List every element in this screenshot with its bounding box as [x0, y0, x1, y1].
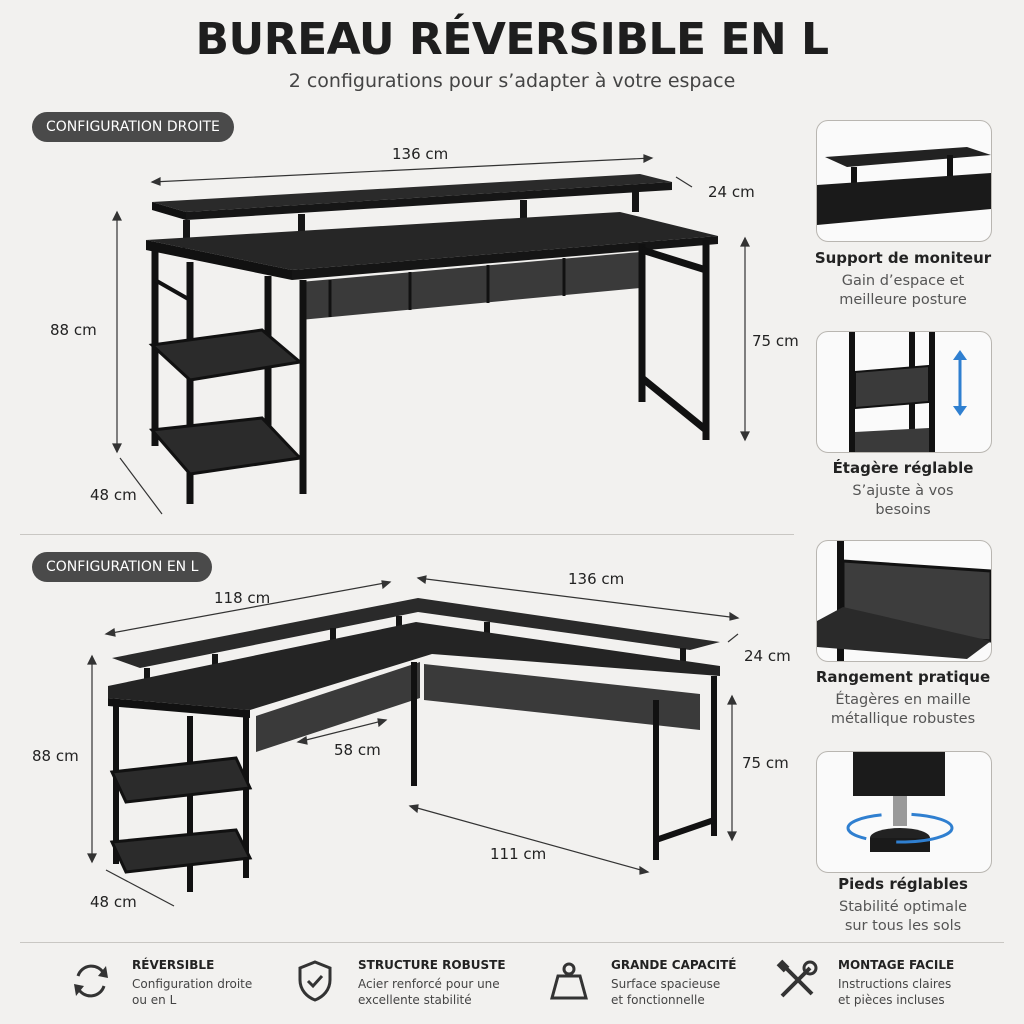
feature-text-feet-1: Stabilité optimale: [838, 899, 968, 915]
feature-text-shelf-2: besoins: [875, 502, 931, 518]
config-right-top-depth: 24 cm: [708, 183, 755, 201]
adjustable-foot-image: [846, 752, 954, 852]
feature-card-adjustable-shelf: [816, 331, 992, 453]
bottom-divider: [20, 942, 1004, 943]
config-right-depth: 48 cm: [90, 486, 137, 504]
straight-desk-illustration: [112, 154, 750, 515]
config-l-side-length: 111 cm: [490, 845, 547, 863]
config-right-width: 136 cm: [392, 145, 449, 163]
config-l-left-width: 118 cm: [214, 589, 271, 607]
config-l-desk-height: 75 cm: [742, 754, 789, 772]
feature-card-monitor-stand: [816, 120, 992, 242]
feature-text-monitor-1: Gain d’espace et: [841, 273, 965, 289]
mesh-storage-image: [817, 541, 991, 661]
config-l-right-width: 136 cm: [568, 570, 625, 588]
config-l-top-depth: 24 cm: [744, 647, 791, 665]
config-right-label: CONFIGURATION DROITE: [32, 112, 234, 142]
feature-text-shelf-1: S’ajuste à vos: [852, 483, 954, 499]
page-title: BUREAU RÉVERSIBLE EN L: [195, 14, 829, 65]
feature-text-storage-1: Étagères en maille: [835, 692, 971, 708]
rotate-arrows-icon: [74, 964, 108, 998]
feature-title-shelf: Étagère réglable: [832, 459, 974, 477]
feature-text-feet-2: sur tous les sols: [844, 918, 962, 934]
l-desk-illustration: [87, 575, 740, 907]
adjustable-shelf-image: [849, 332, 935, 452]
feature-card-adjustable-feet: [816, 751, 992, 873]
benefit-title-reversible: RÉVERSIBLE: [132, 958, 215, 972]
weight-icon: [550, 962, 588, 1000]
feature-card-storage: [816, 540, 992, 662]
config-l-total-height: 88 cm: [32, 747, 79, 765]
benefit-title-capacity: GRANDE CAPACITÉ: [611, 958, 737, 972]
up-down-arrow-icon: [953, 350, 967, 416]
config-l-label: CONFIGURATION EN L: [32, 552, 213, 582]
benefit-title-structure: STRUCTURE ROBUSTE: [358, 958, 506, 972]
config-l-inner-depth: 58 cm: [334, 741, 381, 759]
feature-title-monitor: Support de moniteur: [814, 249, 992, 267]
config-l-depth: 48 cm: [90, 893, 137, 911]
shield-check-icon: [298, 960, 332, 1002]
config-right-total-height: 88 cm: [50, 321, 97, 339]
monitor-stand-image: [817, 147, 991, 225]
benefit-title-assembly: MONTAGE FACILE: [838, 958, 955, 972]
feature-title-feet: Pieds réglables: [838, 875, 968, 893]
feature-text-monitor-2: meilleure posture: [839, 292, 967, 308]
feature-title-storage: Rangement pratique: [815, 668, 991, 686]
tools-icon: [776, 959, 818, 998]
section-divider: [20, 534, 794, 535]
feature-text-storage-2: métallique robustes: [830, 711, 976, 727]
config-right-desk-height: 75 cm: [752, 332, 799, 350]
page-subtitle: 2 configurations pour s’adapter à votre …: [288, 70, 736, 92]
